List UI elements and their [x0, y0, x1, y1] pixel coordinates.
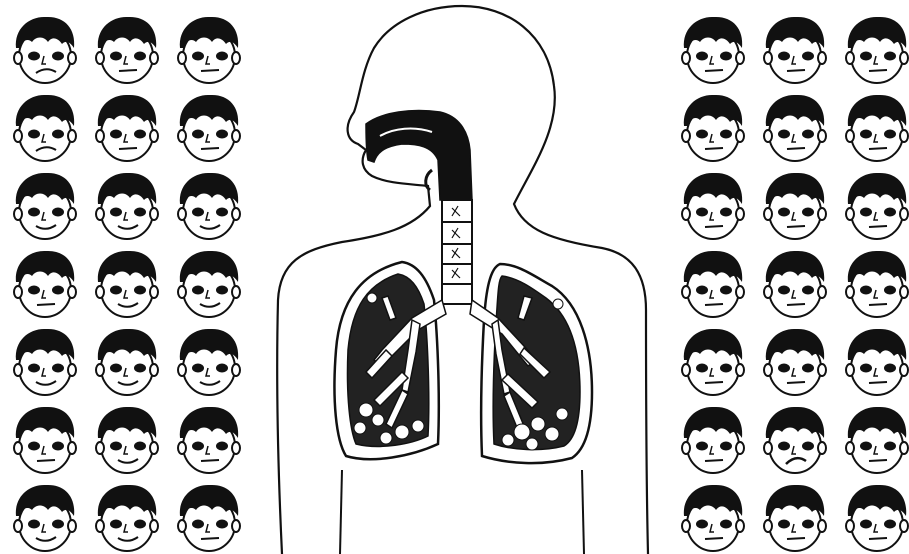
left-face-r4-c2 [90, 248, 160, 320]
left-face-r2-c3 [172, 92, 242, 164]
right-face-r5-c3 [840, 326, 909, 398]
right-face-r4-c3 [840, 248, 909, 320]
right-face-r3-c1 [676, 170, 746, 242]
right-face-r2-c3 [840, 92, 909, 164]
right-face-r7-c1 [676, 482, 746, 554]
right-face-r7-c3 [840, 482, 909, 554]
left-face-r1-c2 [90, 14, 160, 86]
left-face-r7-c1 [8, 482, 78, 554]
right-face-r2-c1 [676, 92, 746, 164]
right-face-r6-c1 [676, 404, 746, 476]
right-face-grid [668, 0, 909, 554]
right-face-r4-c1 [676, 248, 746, 320]
left-face-r2-c1 [8, 92, 78, 164]
left-face-r4-c3 [172, 248, 242, 320]
right-face-r1-c3 [840, 14, 909, 86]
left-face-r6-c3 [172, 404, 242, 476]
right-arm-line [582, 470, 584, 554]
epiglottis [426, 170, 432, 190]
left-face-r7-c2 [90, 482, 160, 554]
left-face-r5-c2 [90, 326, 160, 398]
left-face-r2-c2 [90, 92, 160, 164]
right-face-r1-c1 [676, 14, 746, 86]
left-face-r6-c1 [8, 404, 78, 476]
left-face-r7-c3 [172, 482, 242, 554]
left-face-r3-c3 [172, 170, 242, 242]
left-arm-line [340, 470, 342, 554]
respiratory-system-diagram [262, 0, 662, 554]
right-face-r5-c1 [676, 326, 746, 398]
nasal-cavity [366, 111, 472, 201]
right-face-r7-c2 [758, 482, 828, 554]
left-face-r1-c1 [8, 14, 78, 86]
right-face-r2-c2 [758, 92, 828, 164]
left-face-r5-c1 [8, 326, 78, 398]
right-face-r4-c2 [758, 248, 828, 320]
trachea [442, 200, 472, 304]
right-face-r6-c3 [840, 404, 909, 476]
left-face-r3-c2 [90, 170, 160, 242]
left-face-grid [0, 0, 250, 554]
left-face-r3-c1 [8, 170, 78, 242]
left-face-r1-c3 [172, 14, 242, 86]
left-face-r5-c3 [172, 326, 242, 398]
left-face-r6-c2 [90, 404, 160, 476]
right-face-r5-c2 [758, 326, 828, 398]
right-face-r3-c3 [840, 170, 909, 242]
left-face-r4-c1 [8, 248, 78, 320]
right-face-r6-c2 [758, 404, 828, 476]
right-face-r1-c2 [758, 14, 828, 86]
right-face-r3-c2 [758, 170, 828, 242]
